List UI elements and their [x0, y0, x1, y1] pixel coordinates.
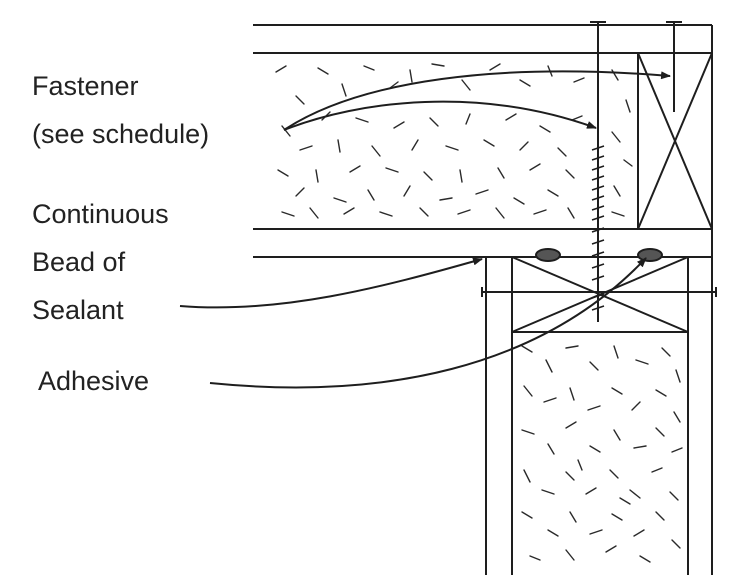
adhesive-label: Adhesive: [38, 357, 149, 405]
adhesive-label-line-1: Adhesive: [38, 366, 150, 396]
fastener-label: Fastener (see schedule): [32, 62, 209, 158]
sealant-label-line-2: Bead of: [32, 247, 126, 277]
leader-fastener-middle: [283, 100, 597, 131]
upper-block-diagonal-b: [637, 52, 713, 230]
sealant-label-line-1: Continuous: [32, 199, 169, 229]
fastener-threads: [591, 145, 605, 311]
fastener-label-line-1: Fastener: [32, 71, 139, 101]
upper-insulation-fill: [275, 63, 633, 219]
wall-insulation-fill: [521, 345, 683, 563]
leader-fastener-top: [283, 70, 671, 131]
sealant-beads: [535, 248, 663, 262]
fastener-label-line-2: (see schedule): [32, 119, 210, 149]
sealant-label-line-3: Sealant: [32, 295, 124, 325]
leader-adhesive: [209, 257, 647, 389]
leader-sealant: [179, 257, 483, 309]
sealant-label: Continuous Bead of Sealant: [32, 190, 169, 334]
